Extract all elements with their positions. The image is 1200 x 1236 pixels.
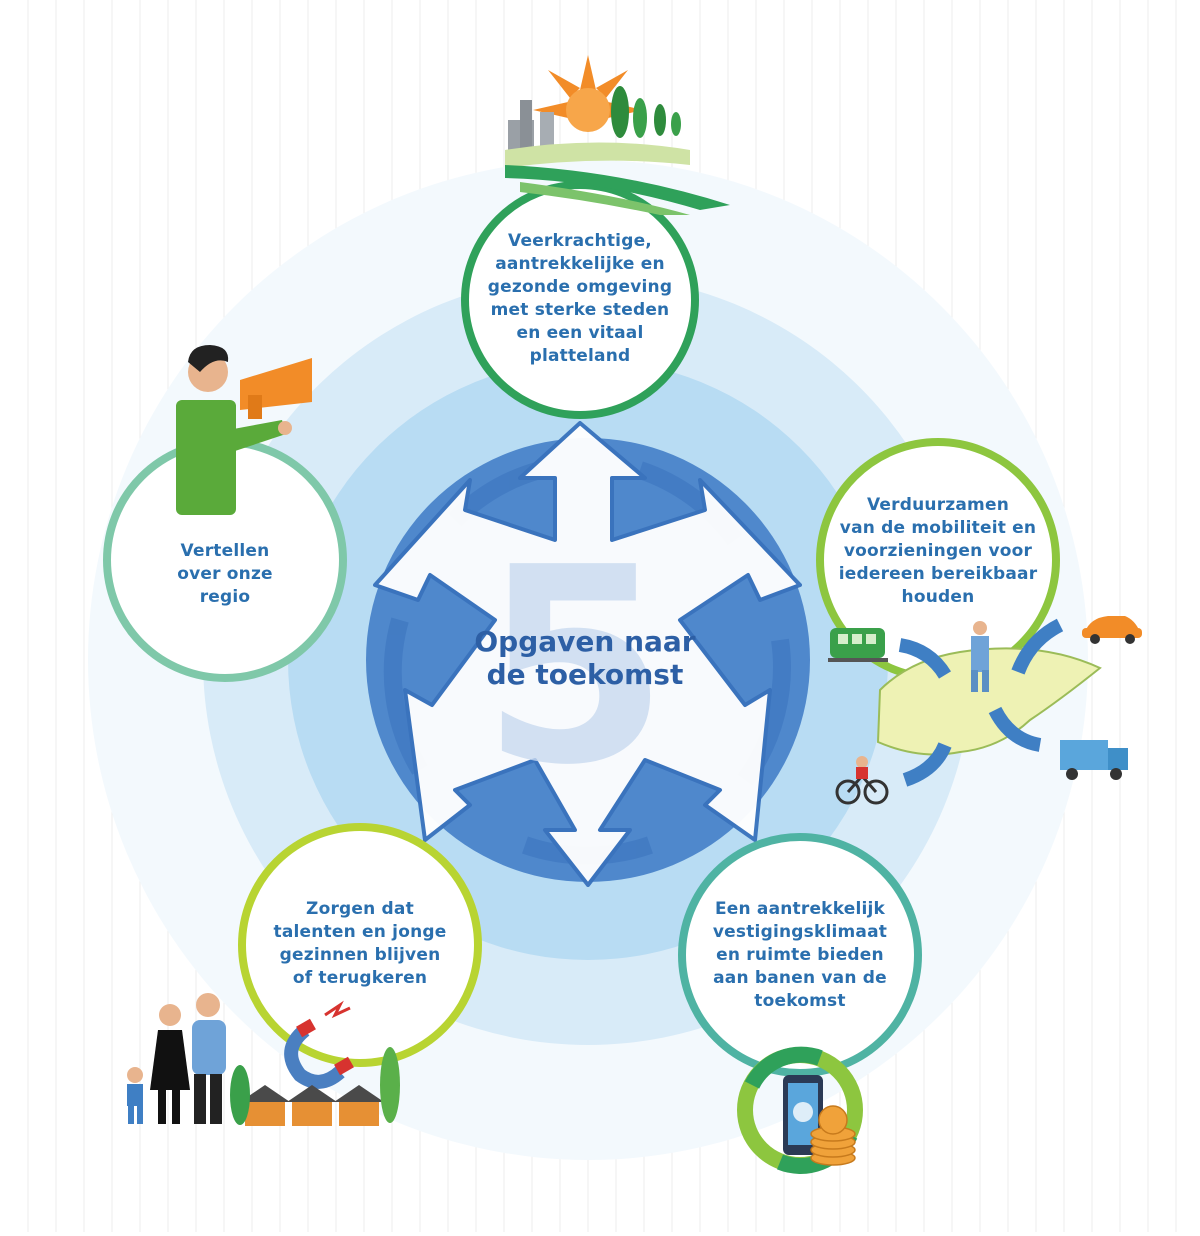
theme-vertellen-line-3: regio	[199, 587, 251, 607]
theme-label-omgeving: Veerkrachtige, aantrekkelijke en gezonde…	[470, 230, 690, 368]
theme-label-vestigingsklimaat: Een aantrekkelijk vestigingsklimaat en r…	[690, 898, 910, 1013]
pentagon-arrows	[373, 421, 802, 887]
theme-vertellen-line-2: over onze	[177, 564, 273, 584]
mobility-map-icon	[828, 616, 1142, 805]
theme-label-vertellen: Vertellen over onze regio	[125, 540, 325, 609]
theme-omgeving-line-6: platteland	[529, 346, 631, 366]
theme-vestigingsklimaat-line-1: Een aantrekkelijk	[714, 899, 886, 919]
phone-coins-cycle-icon	[737, 1046, 863, 1174]
theme-mobiliteit-line-1: Verduurzamen	[866, 495, 1009, 515]
theme-vestigingsklimaat-line-4: aan banen van de	[713, 968, 887, 988]
family-houses-magnet-icon	[127, 993, 400, 1126]
megaphone-person-icon	[176, 345, 312, 515]
theme-vestigingsklimaat-line-3: en ruimte bieden	[716, 945, 884, 965]
landscape-sun-icon	[505, 55, 730, 215]
theme-talenten-line-1: Zorgen dat	[306, 899, 414, 919]
theme-omgeving-line-5: en een vitaal	[516, 323, 644, 343]
theme-talenten-line-2: talenten en jonge	[273, 922, 447, 942]
center-title: Opgaven naar de toekomst	[440, 625, 730, 691]
center-title-line-2: de toekomst	[486, 658, 684, 691]
theme-talenten-line-4: of terugkeren	[292, 968, 428, 988]
theme-label-mobiliteit: Verduurzamen van de mobiliteit en voorzi…	[828, 494, 1048, 609]
theme-omgeving-line-4: met sterke steden	[490, 300, 670, 320]
theme-mobiliteit-line-3: voorzieningen voor	[843, 541, 1033, 561]
theme-talenten-line-3: gezinnen blijven	[279, 945, 441, 965]
theme-vertellen-line-1: Vertellen	[180, 541, 270, 561]
center-title-line-1: Opgaven naar	[474, 625, 696, 658]
theme-vestigingsklimaat-line-5: toekomst	[754, 991, 846, 1011]
theme-mobiliteit-line-4: iedereen bereikbaar	[838, 564, 1038, 584]
theme-omgeving-line-2: aantrekkelijke en	[495, 254, 665, 274]
theme-omgeving-line-1: Veerkrachtige,	[508, 231, 652, 251]
theme-mobiliteit-line-2: van de mobiliteit en	[839, 518, 1037, 538]
theme-mobiliteit-line-5: houden	[901, 587, 975, 607]
theme-ring-omgeving	[461, 181, 699, 419]
theme-ring-vestigingsklimaat	[678, 833, 922, 1077]
theme-vestigingsklimaat-line-2: vestigingsklimaat	[712, 922, 888, 942]
center-number-overlay: 5	[481, 509, 669, 824]
theme-ring-talenten	[238, 823, 482, 1067]
theme-omgeving-line-3: gezonde omgeving	[487, 277, 673, 297]
theme-label-talenten: Zorgen dat talenten en jonge gezinnen bl…	[250, 898, 470, 990]
